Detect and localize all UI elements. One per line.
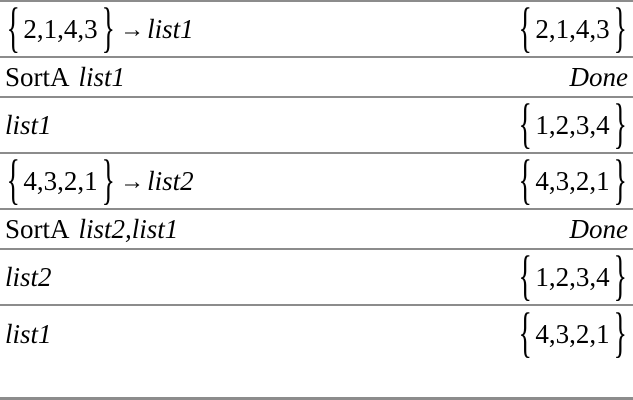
brace-open-icon: { — [518, 306, 532, 362]
store-arrow-icon: → — [120, 169, 145, 195]
list-elements: 4,3,2,1 — [23, 165, 98, 196]
command-arguments: list1 — [78, 61, 126, 92]
variable-name: list1 — [5, 109, 52, 140]
entry-input-expression[interactable]: list2 — [5, 261, 52, 292]
history-row[interactable]: SortA list1 Done — [0, 58, 633, 98]
history-row[interactable]: list1 { 4,3,2,1 } — [0, 306, 633, 362]
brace-close-icon: } — [101, 154, 115, 210]
variable-name: list1 — [5, 318, 52, 349]
entry-input-expression[interactable]: SortA list2,list1 — [5, 213, 179, 244]
history-row[interactable]: list2 { 1,2,3,4 } — [0, 250, 633, 306]
variable-name: list2 — [5, 261, 52, 292]
brace-close-icon: } — [613, 306, 627, 362]
list-elements: 2,1,4,3 — [23, 13, 98, 44]
brace-close-icon: } — [613, 154, 627, 210]
history-row[interactable]: list1 { 1,2,3,4 } — [0, 98, 633, 154]
result-text: Done — [569, 61, 628, 92]
list-literal: { 1,2,3,4 } — [517, 250, 628, 304]
entry-result-value: { 4,3,2,1 } — [517, 154, 631, 208]
list-elements: 2,1,4,3 — [535, 13, 610, 44]
list-elements: 4,3,2,1 — [535, 165, 610, 196]
brace-close-icon: } — [101, 2, 115, 58]
entry-result-value: Done — [569, 213, 631, 244]
entry-result-value: { 1,2,3,4 } — [517, 98, 631, 152]
command-name: SortA — [5, 61, 70, 92]
command-name: SortA — [5, 213, 70, 244]
brace-open-icon: { — [6, 154, 20, 210]
history-row[interactable]: { 4,3,2,1 } → list2 { 4,3,2,1 } — [0, 154, 633, 210]
list-literal: { 4,3,2,1 } — [517, 154, 628, 208]
list-literal: { 1,2,3,4 } — [517, 98, 628, 152]
brace-open-icon: { — [518, 154, 532, 210]
entry-result-value: Done — [569, 61, 631, 92]
brace-close-icon: } — [613, 250, 627, 306]
history-row[interactable]: { 2,1,4,3 } → list1 { 2,1,4,3 } — [0, 2, 633, 58]
brace-close-icon: } — [613, 2, 627, 58]
list-literal: { 4,3,2,1 } — [5, 154, 116, 208]
command-arguments: list2,list1 — [78, 213, 179, 244]
entry-result-value: { 2,1,4,3 } — [517, 2, 631, 56]
list-literal: { 2,1,4,3 } — [5, 2, 116, 56]
store-arrow-icon: → — [120, 17, 145, 43]
list-literal: { 4,3,2,1 } — [517, 306, 628, 361]
brace-open-icon: { — [6, 2, 20, 58]
list-literal: { 2,1,4,3 } — [517, 2, 628, 56]
entry-input-expression[interactable]: { 2,1,4,3 } → list1 — [5, 2, 194, 56]
history-row[interactable]: SortA list2,list1 Done — [0, 210, 633, 250]
brace-open-icon: { — [518, 98, 532, 154]
brace-open-icon: { — [518, 250, 532, 306]
list-elements: 4,3,2,1 — [535, 318, 610, 349]
brace-close-icon: } — [613, 98, 627, 154]
entry-input-expression[interactable]: { 4,3,2,1 } → list2 — [5, 154, 194, 208]
brace-open-icon: { — [518, 2, 532, 58]
store-target-variable: list1 — [147, 13, 194, 44]
entry-result-value: { 1,2,3,4 } — [517, 250, 631, 304]
entry-result-value: { 4,3,2,1 } — [517, 306, 631, 361]
entry-input-expression[interactable]: list1 — [5, 109, 52, 140]
entry-input-expression[interactable]: list1 — [5, 318, 52, 349]
entry-input-expression[interactable]: SortA list1 — [5, 61, 126, 92]
store-target-variable: list2 — [147, 165, 194, 196]
list-elements: 1,2,3,4 — [535, 109, 610, 140]
result-text: Done — [569, 213, 628, 244]
list-elements: 1,2,3,4 — [535, 261, 610, 292]
